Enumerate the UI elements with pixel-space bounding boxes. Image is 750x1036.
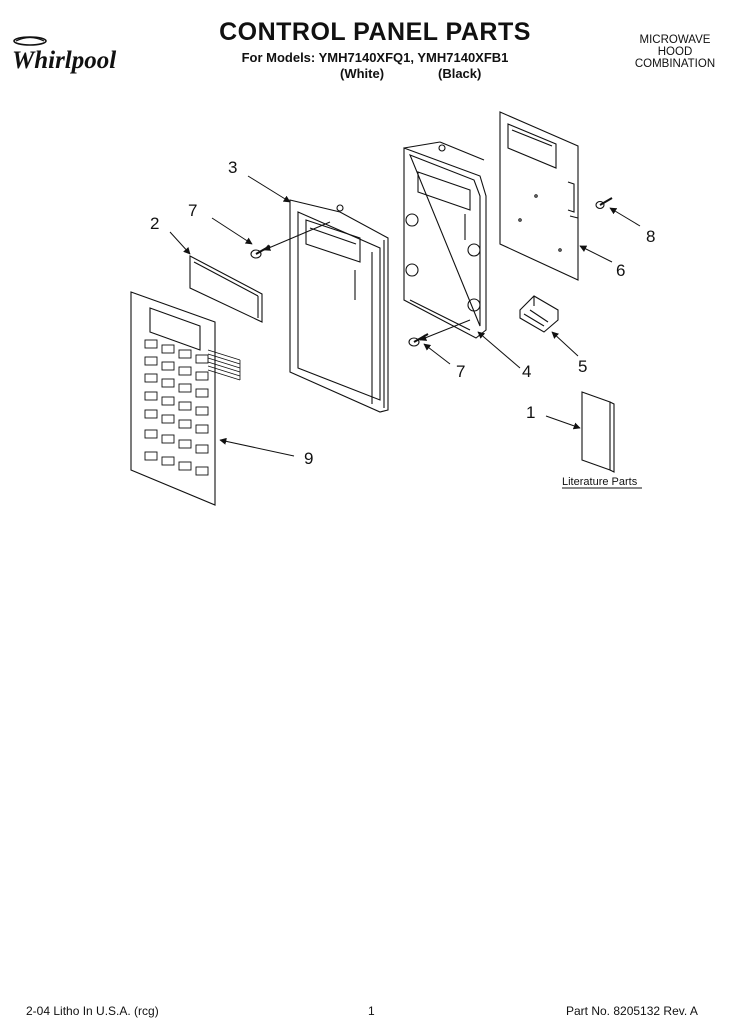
callout-6: 6 [616,261,625,280]
callout-7-lower: 7 [456,362,465,381]
footer-page-number: 1 [368,1004,375,1018]
part-8-screw [595,197,613,210]
callout-1: 1 [526,403,535,422]
whirlpool-logo: Whirlpool [12,36,116,74]
category-line-1: MICROWAVE [639,34,711,46]
callout-4: 4 [522,362,531,381]
part-7-screw-lower [408,333,429,347]
brand-wordmark: Whirlpool [12,47,116,74]
callout-5: 5 [578,357,587,376]
callout-8: 8 [646,227,655,246]
footer-part-number: Part No. 8205132 Rev. A [566,1004,698,1018]
part-1-literature [581,391,615,473]
part-4-control-housing [403,141,487,339]
leader-lines [169,175,642,489]
color-white-label: (White) [340,66,385,81]
part-2-window-lens [189,255,263,323]
color-black-label: (Black) [438,66,482,81]
literature-parts-label: Literature Parts [562,476,638,488]
part-7-screw-upper [250,245,271,259]
callout-3: 3 [228,158,237,177]
models-line: For Models: YMH7140XFQ1, YMH7140XFB1 [241,50,509,65]
part-9-keypad-membrane [130,291,241,506]
footer-print-info: 2-04 Litho In U.S.A. (rcg) [26,1004,159,1018]
callout-2: 2 [150,214,159,233]
page-title: CONTROL PANEL PARTS [219,18,531,46]
category-line-3: COMBINATION [634,58,716,70]
category-line-2: HOOD [657,46,693,58]
callout-9: 9 [304,449,313,468]
part-6-control-board [499,111,579,281]
part-5-clip [519,295,559,333]
part-3-control-panel-frame [289,199,389,413]
callout-7-upper: 7 [188,201,197,220]
